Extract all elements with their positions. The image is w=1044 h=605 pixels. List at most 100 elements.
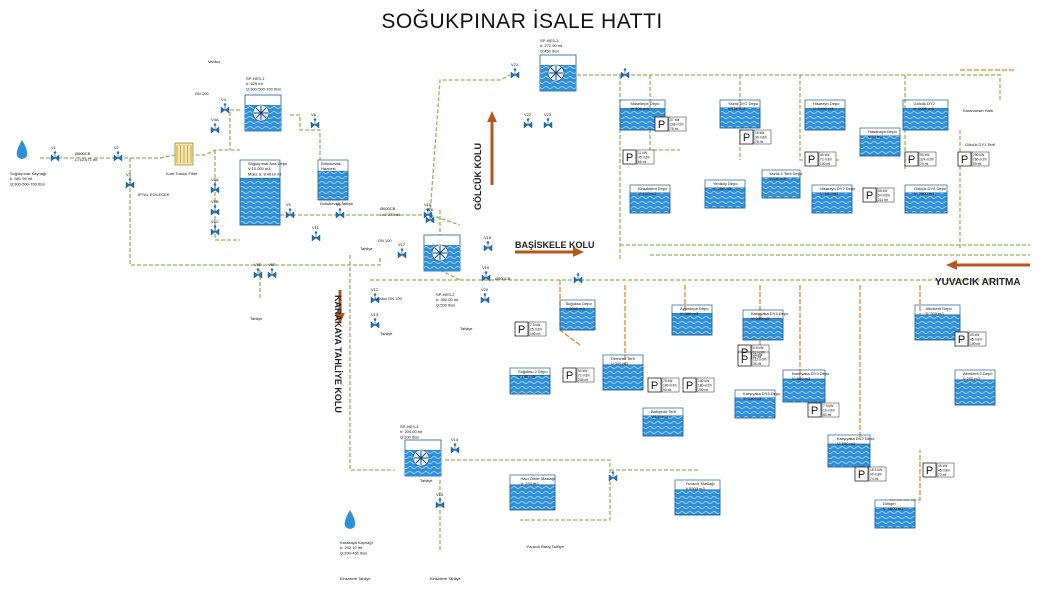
valve-handle: [213, 225, 217, 228]
pump-box: [854, 466, 869, 482]
pump-letter: P: [811, 405, 818, 417]
tahliye-label: Tahliye: [380, 331, 393, 336]
pump-spec: 100 mt: [530, 332, 540, 336]
pump-spec-box: [576, 367, 595, 383]
demirlertr-depo-water: [602, 364, 644, 391]
valve-label: V16: [426, 207, 434, 212]
valve-label: V3: [126, 172, 132, 177]
pump-spec: 35 mt: [753, 362, 761, 366]
valve-label: V2: [114, 145, 120, 150]
pump-box: [739, 129, 754, 145]
heş4-label: h: 204.00 mt: [400, 429, 423, 434]
dokuk-hazne-label: Haznesi: [321, 166, 336, 171]
bahcecik-depo-label: V:650 m3: [651, 414, 669, 419]
karsiyaka3-depo-water: [782, 378, 826, 403]
valve-handle: [270, 268, 274, 271]
dn100-label: DN 100: [195, 91, 209, 96]
yuvacikmas-depo-label: V:5500 m3: [686, 486, 706, 491]
yenikoy-depo-label: V: 200 m3: [713, 186, 732, 191]
altinkent2-depo-tank: [954, 369, 996, 406]
pump-letter: P: [651, 380, 658, 392]
kirazlikent-depo-label: V: 100 m3: [638, 191, 657, 196]
hisareyn-depo-label: Hisareyn Depo: [813, 101, 840, 106]
pump-spec: 73 mt: [938, 473, 946, 477]
dokuk-hazne-label: Dokukevak: [321, 161, 341, 166]
pump-spec: 72 m3/h: [578, 374, 590, 378]
hisareyndy2-depo-tank: [811, 184, 853, 214]
hisareyndy2-depo-label: V: 100 m3: [820, 191, 839, 196]
pump-spec-box: [751, 351, 770, 367]
karsiyaka2-depo-tank: [827, 434, 871, 468]
pump-spec: 45 m3/h: [638, 156, 650, 160]
valve-handle: [513, 68, 517, 71]
bahcecik-depo-tank: [642, 407, 684, 437]
demirlertr-depo-tank: [602, 354, 644, 391]
sogsulu2-depo-label: Soğuksu 2 Depo: [518, 369, 548, 374]
valve-label: V19: [482, 265, 490, 270]
pump-spec: 45 kW: [970, 333, 980, 337]
sogukpinar-source-label: h: 581.90 mt: [10, 176, 33, 181]
turbine-blade: [550, 72, 557, 79]
altinkent2-depo-label: Altınkent 2 Depo: [963, 371, 993, 376]
pump-letter: P: [866, 190, 873, 202]
pump-spec: 7.5 kW: [823, 404, 834, 408]
valve-label: V17: [398, 242, 406, 247]
yuvacikmas-depo-water: [674, 489, 721, 516]
golcuk-branch-label: GÖLCÜK KOLU: [473, 143, 483, 210]
valve-label: V20: [481, 287, 489, 292]
pump-spec: 37 kW: [670, 118, 680, 122]
karsiyaka5-depo-tank: [734, 389, 776, 419]
karakaya-branch-label: KARAKAYA TAHLİYE KOLU: [333, 295, 343, 413]
dokuk-tahliye-label: Dokukevak Tahliye: [320, 201, 354, 206]
altinkent2-depo-water: [954, 379, 996, 406]
heş1-label: Q:300-500-700 lt/sn: [246, 86, 281, 91]
pump-spec-box: [971, 151, 990, 167]
pump-letter: P: [658, 119, 665, 131]
bahcecik-depo-label: Bahçecik Terfi: [651, 409, 676, 414]
aydintepe-depo-tank: [671, 304, 713, 336]
karsiyaka2-depo-water: [827, 443, 871, 468]
turbine-blade: [439, 252, 446, 259]
turbine-blade: [439, 247, 446, 254]
pump-letter: P: [808, 154, 815, 166]
sogsulu-depo-label: Soğuksu Depo: [566, 301, 593, 306]
hasaneyn-depo-tank: [859, 127, 901, 157]
heş4-label: SP-HES-4: [400, 424, 419, 429]
yuvacikmas-depo-tank: [674, 479, 721, 516]
pump-letter: P: [518, 324, 525, 336]
pump-box: [862, 187, 877, 203]
turbine-blade: [415, 457, 422, 464]
sogsulu-depo-label: V:2000 m3: [566, 306, 586, 311]
pump-spec: 45 m3/h: [938, 469, 950, 473]
pump-box: [682, 377, 697, 393]
valve-handle: [623, 68, 627, 71]
heş3-label: h: 272.90 mt: [540, 43, 563, 48]
heş4-label: Q:200 lt/sn: [400, 434, 419, 439]
vantuz-label: Vantuz: [208, 59, 220, 64]
valve-label: V23: [544, 112, 552, 117]
pump-spec: 45 m3/h: [970, 338, 982, 342]
pump-spec-box: [753, 129, 772, 145]
pump-spec: 160 kW: [698, 379, 710, 383]
dokuk-hazne-tank: [317, 159, 349, 201]
sogukpinar-source-icon: [16, 140, 28, 159]
karakaya-source-label: Q:200-450 lt/sn: [340, 550, 367, 555]
valve-handle: [428, 213, 432, 216]
aydintepe-depo-label: Aydıntepe Depo: [680, 306, 709, 311]
turbine-blade: [255, 107, 262, 114]
pump-spec: 11 m3/h: [753, 351, 765, 355]
baraj-tahliye-label: Yuvacık Baraj Tahliye: [526, 544, 565, 549]
turbine-blade: [255, 112, 262, 119]
yazlikdy2-depo-label: Yazlık DY2 Depo: [728, 101, 759, 106]
hasaneyn-depo-label: V:80 m3: [868, 134, 884, 139]
valve-label: V18: [484, 235, 492, 240]
heş2-label: Q:500 lt/sn: [436, 302, 455, 307]
pump-spec: 100 mt: [820, 162, 830, 166]
aydintepe-depo-water: [671, 313, 713, 336]
valve-handle: [426, 208, 430, 211]
pipes-layer: [40, 69, 1030, 550]
pump-spec: 18.5 kW: [870, 468, 883, 472]
valve-label: V14: [451, 437, 459, 442]
pump-spec: 90 kW: [920, 153, 930, 157]
karakaya-source-label: Karakaya Kaynağı: [340, 540, 373, 545]
